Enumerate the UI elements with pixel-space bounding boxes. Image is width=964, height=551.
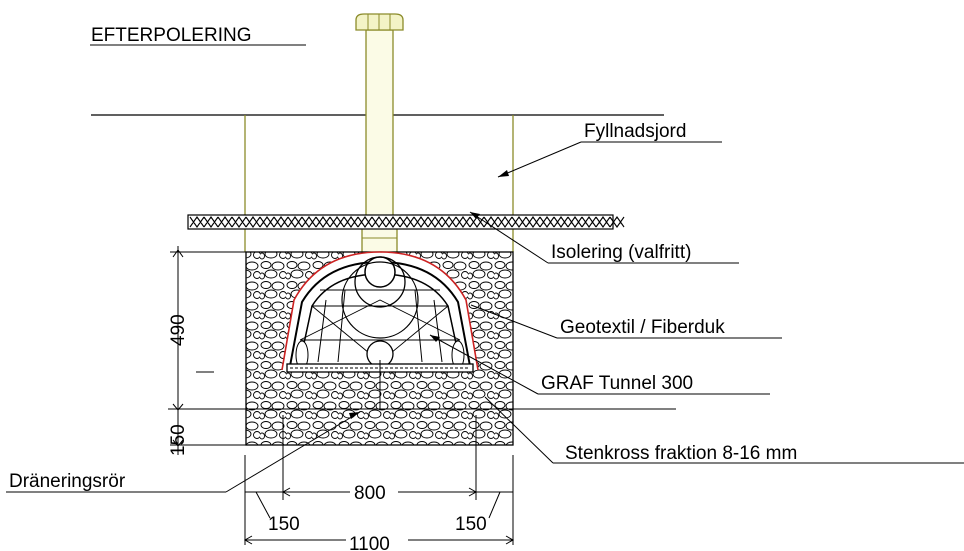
geotextile-layer: [281, 251, 479, 371]
dim-150-vertical: 150: [168, 424, 189, 456]
label-graf-tunnel: GRAF Tunnel 300: [541, 373, 693, 394]
pipe-adapter: [361, 227, 398, 255]
horizontal-dimensions: 800 150 150 1100: [243, 415, 515, 551]
label-fill: Fyllnadsjord: [497, 121, 722, 178]
label-drain: Dräneringsrör: [6, 411, 361, 493]
title-group: EFTERPOLERING: [90, 25, 306, 46]
label-dräneringsrör: Dräneringsrör: [9, 471, 126, 492]
drawing-title: EFTERPOLERING: [91, 25, 251, 46]
dim-490: 490: [168, 314, 189, 346]
label-geotextil: Geotextil / Fiberduk: [560, 317, 725, 338]
insulation-board: [187, 214, 625, 230]
dim-800: 800: [354, 483, 386, 504]
dim-150-right: 150: [455, 514, 487, 535]
label-isolering: Isolering (valfritt): [551, 242, 691, 263]
label-tunnel: GRAF Tunnel 300: [429, 334, 770, 395]
vertical-dimensions: 490 150: [168, 246, 246, 456]
dim-1100: 1100: [349, 534, 390, 551]
label-stenkross: Stenkross fraktion 8-16 mm: [565, 443, 797, 464]
label-geotextile: Geotextil / Fiberduk: [470, 304, 782, 339]
dim-150-left: 150: [268, 514, 300, 535]
label-gravel: Stenkross fraktion 8-16 mm: [484, 396, 964, 464]
graf-tunnel: [281, 251, 479, 373]
vent-pipe: [355, 13, 404, 255]
label-fyllnadsjord: Fyllnadsjord: [584, 121, 686, 142]
vent-pipe-shaft: [365, 29, 394, 231]
label-insulation: Isolering (valfritt): [469, 211, 739, 264]
